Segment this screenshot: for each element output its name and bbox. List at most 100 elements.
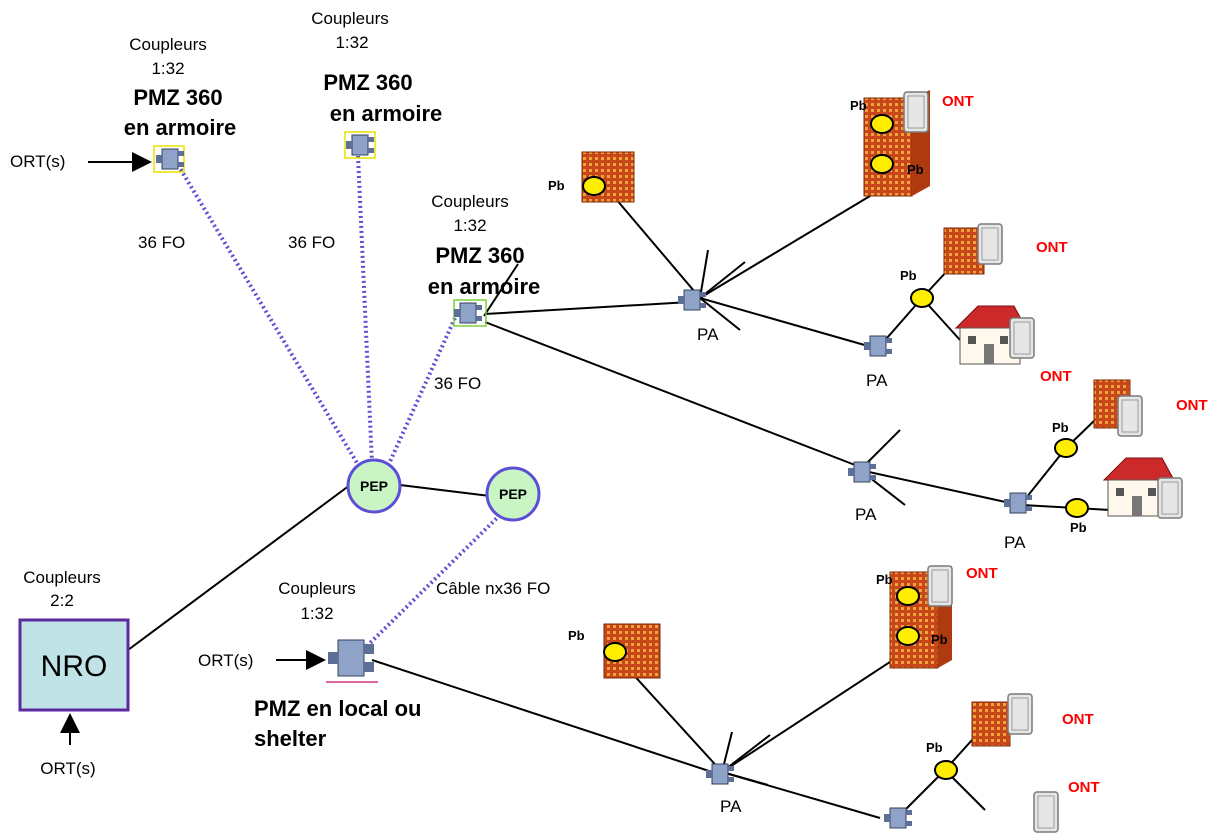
pmz-middle: Coupleurs 1:32 PMZ 360 en armoire 36 FO	[428, 192, 541, 393]
pb-marker[interactable]	[870, 114, 894, 134]
solid-cables	[127, 189, 1111, 819]
pa-lower-right-icon[interactable]	[883, 807, 913, 829]
pa-upper-right: PA	[863, 335, 893, 390]
pmz-local-splitter-icon[interactable]	[326, 639, 378, 683]
svg-text:Pb: Pb	[548, 178, 565, 193]
cable-label: Câble nx36 FO	[436, 579, 550, 598]
pmz-left-splitter-icon[interactable]	[155, 148, 185, 170]
svg-text:Pb: Pb	[907, 162, 924, 177]
house-far-right: Pb	[1065, 457, 1183, 535]
pa-middle: PA	[847, 461, 877, 524]
pep-node-right[interactable]: PEP	[485, 466, 541, 522]
pmz-top-subtitle: en armoire	[330, 101, 443, 126]
ont-icon	[927, 565, 953, 607]
pmz-local-ratio-label: 1:32	[300, 604, 333, 623]
pmz-mid-ratio-label: 1:32	[453, 216, 486, 235]
building-upper-right: Pb Pb ONT	[850, 90, 974, 197]
pmz-top-splitter-icon[interactable]	[345, 134, 375, 156]
pmz-left-fo-label: 36 FO	[138, 233, 185, 252]
pa-upper: PA	[677, 289, 719, 344]
pmz-local-ort-label: ORT(s)	[198, 651, 253, 670]
nro-ort-label: ORT(s)	[40, 759, 95, 778]
ont-icon	[1033, 791, 1059, 833]
pmz-local-couplers-label: Coupleurs	[278, 579, 356, 598]
pmz-mid-title: PMZ 360	[435, 243, 524, 268]
building-icon	[971, 701, 1011, 747]
pmz-left-title: PMZ 360	[133, 85, 222, 110]
pb-marker[interactable]	[896, 626, 920, 646]
svg-text:Pb: Pb	[568, 628, 585, 643]
pb-marker[interactable]	[934, 760, 958, 780]
svg-text:ONT: ONT	[1036, 239, 1068, 256]
svg-text:PEP: PEP	[360, 478, 388, 494]
pmz-left: Coupleurs 1:32 PMZ 360 en armoire ORT(s)…	[10, 35, 236, 252]
svg-text:ONT: ONT	[966, 565, 998, 582]
svg-text:Pb: Pb	[926, 740, 943, 755]
pmz-mid-fo-label: 36 FO	[434, 374, 481, 393]
pmz-local-title-line1: PMZ en local ou	[254, 696, 421, 721]
pmz-left-ratio-label: 1:32	[151, 59, 184, 78]
pb-marker[interactable]	[910, 288, 934, 308]
ont-icon	[1117, 395, 1143, 437]
ont-icon	[903, 91, 929, 133]
building-lower-right: Pb Pb ONT	[876, 565, 998, 669]
ont-icon	[977, 223, 1003, 265]
pmz-mid-subtitle: en armoire	[428, 274, 541, 299]
svg-text:Pb: Pb	[850, 98, 867, 113]
ont-icon	[1007, 693, 1033, 735]
pmz-left-ort-label: ORT(s)	[10, 152, 65, 171]
pmz-left-subtitle: en armoire	[124, 115, 237, 140]
svg-text:PA: PA	[855, 505, 877, 524]
building-mid-right: ONT Pb	[900, 223, 1068, 308]
building-lower-far-right: ONT Pb	[926, 693, 1094, 780]
pmz-left-couplers-label: Coupleurs	[129, 35, 207, 54]
building-upper-left: Pb	[548, 151, 635, 203]
svg-text:PA: PA	[720, 797, 742, 816]
pa-middle-right: PA	[1003, 492, 1033, 552]
pa-middle-right-icon[interactable]	[1003, 492, 1033, 514]
nro-couplers-label: Coupleurs	[23, 568, 101, 587]
pmz-top-ratio-label: 1:32	[335, 33, 368, 52]
pmz-top-fo-label: 36 FO	[288, 233, 335, 252]
svg-text:Pb: Pb	[931, 632, 948, 647]
svg-text:PA: PA	[1004, 533, 1026, 552]
pb-marker[interactable]	[582, 176, 606, 196]
pmz-mid-couplers-label: Coupleurs	[431, 192, 509, 211]
pb-marker[interactable]	[896, 586, 920, 606]
pa-lower-right	[883, 807, 913, 829]
pb-marker[interactable]	[1054, 438, 1078, 458]
pmz-top-title: PMZ 360	[323, 70, 412, 95]
nro-ratio-label: 2:2	[50, 591, 74, 610]
svg-text:ONT: ONT	[1068, 779, 1100, 796]
ont-lower-bottom: ONT	[1033, 779, 1100, 833]
nro-label: NRO	[41, 650, 108, 683]
nro-box[interactable]	[18, 618, 130, 712]
svg-text:ONT: ONT	[1040, 368, 1072, 385]
pmz-top-couplers-label: Coupleurs	[311, 9, 389, 28]
pmz-mid-splitter-icon[interactable]	[453, 302, 483, 324]
svg-text:ONT: ONT	[1062, 711, 1094, 728]
pa-lower: PA	[705, 763, 742, 816]
svg-text:Pb: Pb	[1052, 420, 1069, 435]
building-far-right: ONT Pb	[1052, 379, 1208, 458]
pmz-local-title-line2: shelter	[254, 726, 327, 751]
svg-text:Pb: Pb	[1070, 520, 1087, 535]
dotted-fiber-links	[176, 155, 502, 650]
svg-text:ONT: ONT	[942, 93, 974, 110]
svg-text:PA: PA	[866, 371, 888, 390]
svg-text:PEP: PEP	[499, 486, 527, 502]
pb-marker[interactable]	[1065, 498, 1089, 518]
pmz-top: Coupleurs 1:32 PMZ 360 en armoire 36 FO	[288, 9, 442, 252]
ont-icon	[1157, 477, 1183, 519]
building-lower-left: Pb	[568, 623, 661, 679]
pmz-local: Coupleurs 1:32 ORT(s) PMZ en local ou sh…	[198, 579, 550, 751]
pb-marker[interactable]	[870, 154, 894, 174]
svg-text:Pb: Pb	[876, 572, 893, 587]
nro-block: NRO Coupleurs 2:2 ORT(s)	[18, 568, 130, 778]
pa-upper-right-icon[interactable]	[863, 335, 893, 357]
pb-marker[interactable]	[603, 642, 627, 662]
pep-node-left[interactable]: PEP	[346, 458, 402, 514]
svg-text:ONT: ONT	[1176, 397, 1208, 414]
svg-text:Pb: Pb	[900, 268, 917, 283]
